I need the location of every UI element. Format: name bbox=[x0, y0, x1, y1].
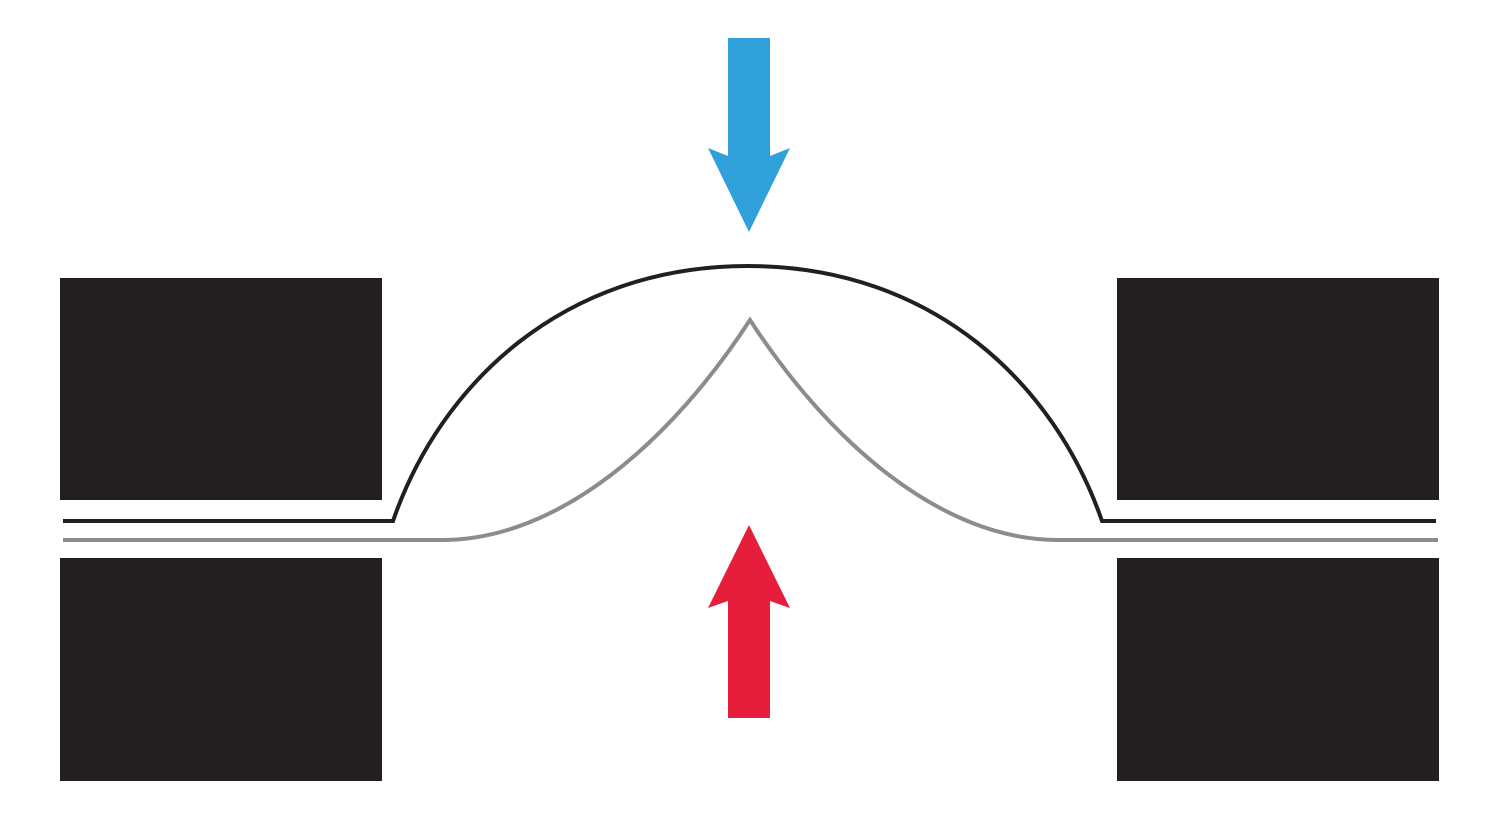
deflected-sheet-curve bbox=[63, 263, 1436, 523]
downward-arrow bbox=[708, 38, 790, 232]
base-sheet-curve bbox=[63, 316, 1438, 542]
lower-left-block bbox=[60, 558, 382, 781]
upper-right-block bbox=[1117, 278, 1439, 500]
lower-right-block bbox=[1117, 558, 1439, 781]
upper-left-block bbox=[60, 278, 382, 500]
upward-arrow bbox=[708, 525, 790, 718]
